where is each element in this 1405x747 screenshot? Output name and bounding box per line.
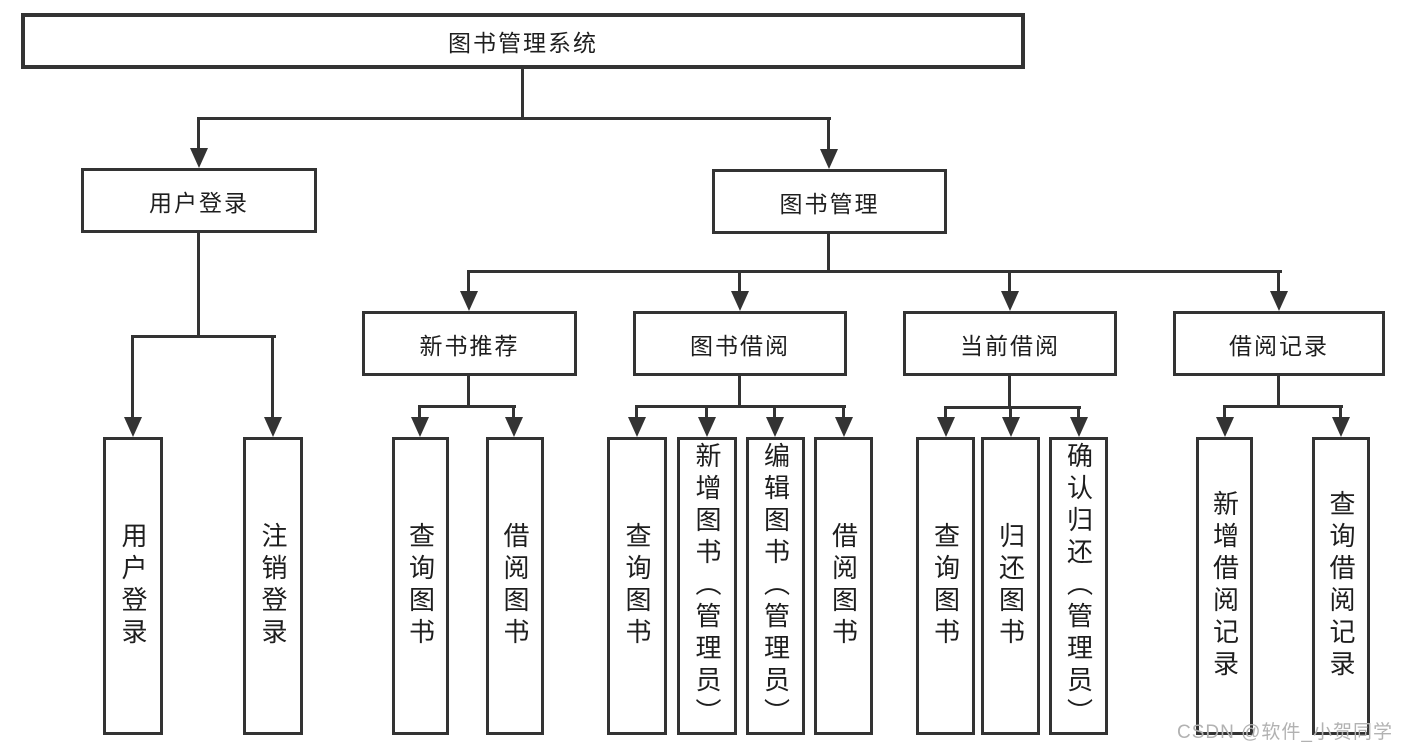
node-label: 查询借阅记录 <box>1326 490 1356 682</box>
leaf-user-login: 用户登录 <box>103 437 163 735</box>
node-borrow-records: 借阅记录 <box>1173 311 1385 376</box>
leaf-borrow-books: 借阅图书 <box>814 437 873 735</box>
node-label: 借阅图书 <box>500 522 530 650</box>
arrowhead <box>937 417 955 437</box>
node-label: 借阅记录 <box>1229 332 1329 359</box>
connector-branch <box>842 405 845 418</box>
connector-rail <box>944 406 1081 409</box>
connector-branch <box>827 117 830 150</box>
leaf-confirm-return-admin: 确认归还（管理员） <box>1049 437 1108 735</box>
connector-branch <box>271 335 274 418</box>
connector-branch <box>467 270 470 292</box>
node-label: 用户登录 <box>149 189 249 216</box>
node-label: 当前借阅 <box>960 332 1060 359</box>
leaf-add-borrow-record: 新增借阅记录 <box>1196 437 1253 735</box>
node-label: 编辑图书（管理员） <box>760 442 791 730</box>
connector-rail <box>467 270 1282 273</box>
connector-branch <box>1223 405 1226 418</box>
connector-rail <box>131 335 276 338</box>
node-current-borrow: 当前借阅 <box>903 311 1117 376</box>
leaf-add-books-admin: 新增图书（管理员） <box>677 437 737 735</box>
node-label: 借阅图书 <box>828 522 859 650</box>
connector-rail <box>635 405 846 408</box>
node-label: 用户登录 <box>118 522 148 650</box>
connector-stem <box>521 69 524 119</box>
node-label: 新增图书（管理员） <box>692 442 722 730</box>
leaf-return-books: 归还图书 <box>981 437 1040 735</box>
connector-branch <box>773 405 776 418</box>
connector-branch <box>635 405 638 418</box>
arrowhead <box>628 417 646 437</box>
connector-branch <box>944 406 947 418</box>
node-library-system: 图书管理系统 <box>21 13 1025 69</box>
arrowhead <box>1070 417 1088 437</box>
leaf-query-books-current: 查询图书 <box>916 437 975 735</box>
arrowhead <box>505 417 523 437</box>
node-label: 图书管理系统 <box>448 30 598 56</box>
node-label: 归还图书 <box>995 522 1026 650</box>
arrowhead <box>731 291 749 311</box>
arrowhead <box>1332 417 1350 437</box>
connector-stem <box>197 233 200 338</box>
node-label: 图书借阅 <box>690 332 790 359</box>
connector-branch <box>131 335 134 418</box>
node-label: 注销登录 <box>258 522 288 650</box>
arrowhead <box>1270 291 1288 311</box>
node-label: 确认归还（管理员） <box>1063 442 1094 730</box>
node-label: 新增借阅记录 <box>1209 490 1240 682</box>
node-label: 新书推荐 <box>419 332 520 359</box>
leaf-borrow-books-recommend: 借阅图书 <box>486 437 544 735</box>
arrowhead <box>820 149 838 169</box>
leaf-query-books-borrow: 查询图书 <box>607 437 667 735</box>
leaf-query-books-recommend: 查询图书 <box>392 437 449 735</box>
arrowhead <box>1002 417 1020 437</box>
arrowhead <box>1001 291 1019 311</box>
arrowhead <box>411 417 429 437</box>
connector-branch <box>512 405 515 418</box>
node-book-management: 图书管理 <box>712 169 947 234</box>
leaf-logout: 注销登录 <box>243 437 303 735</box>
node-label: 查询图书 <box>930 522 961 650</box>
node-label: 图书管理 <box>779 190 880 217</box>
watermark: CSDN @软件_小贺同学 <box>1177 722 1393 743</box>
node-new-book-recommend: 新书推荐 <box>362 311 577 376</box>
node-label: 查询图书 <box>405 522 436 650</box>
connector-branch <box>418 405 421 418</box>
connector-rail <box>1223 405 1343 408</box>
connector-stem <box>827 234 830 273</box>
connector-stem <box>467 376 470 408</box>
connector-branch <box>1277 270 1280 292</box>
connector-branch <box>1339 405 1342 418</box>
leaf-edit-books-admin: 编辑图书（管理员） <box>746 437 805 735</box>
arrowhead <box>190 148 208 168</box>
arrowhead <box>698 417 716 437</box>
connector-branch <box>1009 406 1012 418</box>
connector-branch <box>197 117 200 149</box>
connector-branch <box>1077 406 1080 418</box>
arrowhead <box>460 291 478 311</box>
arrowhead <box>1216 417 1234 437</box>
arrowhead <box>124 417 142 437</box>
connector-stem <box>1277 376 1280 408</box>
arrowhead <box>766 417 784 437</box>
arrowhead <box>264 417 282 437</box>
connector-stem <box>738 376 741 408</box>
connector-branch <box>738 270 741 292</box>
arrowhead <box>835 417 853 437</box>
node-user-login: 用户登录 <box>81 168 317 233</box>
node-book-borrow: 图书借阅 <box>633 311 847 376</box>
connector-stem <box>1008 376 1011 409</box>
connector-rail <box>418 405 516 408</box>
connector-branch <box>705 405 708 418</box>
connector-rail <box>197 117 831 120</box>
node-label: 查询图书 <box>622 522 652 650</box>
leaf-query-borrow-record: 查询借阅记录 <box>1312 437 1370 735</box>
connector-branch <box>1008 270 1011 292</box>
